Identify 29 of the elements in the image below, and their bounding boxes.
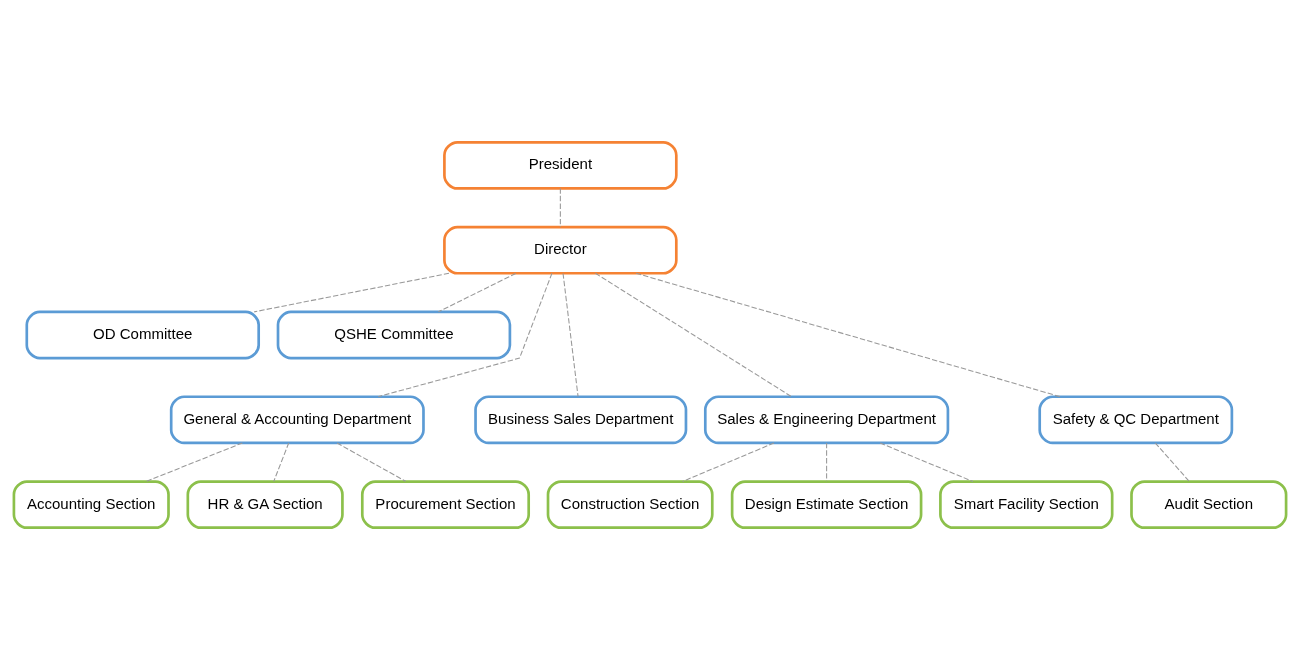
- connector: [253, 272, 450, 313]
- connector: [826, 442, 828, 482]
- connector: [635, 272, 1061, 398]
- node-box: Director: [443, 225, 678, 275]
- connector: [377, 272, 553, 398]
- connector: [336, 442, 407, 482]
- node-box: HR & GA Section: [186, 480, 344, 530]
- connector: [1154, 442, 1190, 482]
- connector: [145, 442, 243, 482]
- connector: [594, 272, 792, 398]
- node-box: Audit Section: [1130, 480, 1288, 530]
- connector: [562, 272, 579, 397]
- node-box: Business Sales Department: [474, 395, 688, 445]
- connector: [273, 442, 290, 482]
- node-box: OD Committee: [25, 310, 260, 360]
- node-box: Accounting Section: [12, 480, 170, 530]
- node-box: Construction Section: [546, 480, 714, 530]
- node-box: Sales & Engineering Department: [703, 395, 950, 445]
- node-box: QSHE Committee: [276, 310, 512, 360]
- node-box: President: [443, 140, 678, 190]
- node-box: General & Accounting Department: [169, 395, 425, 445]
- node-box: Procurement Section: [360, 480, 531, 530]
- node-box: Smart Facility Section: [939, 480, 1114, 530]
- node-box: Design Estimate Section: [730, 480, 923, 530]
- connector: [879, 442, 974, 482]
- connector: [682, 442, 775, 482]
- node-box: Safety & QC Department: [1038, 395, 1234, 445]
- connector: [559, 188, 561, 228]
- connector: [437, 272, 517, 313]
